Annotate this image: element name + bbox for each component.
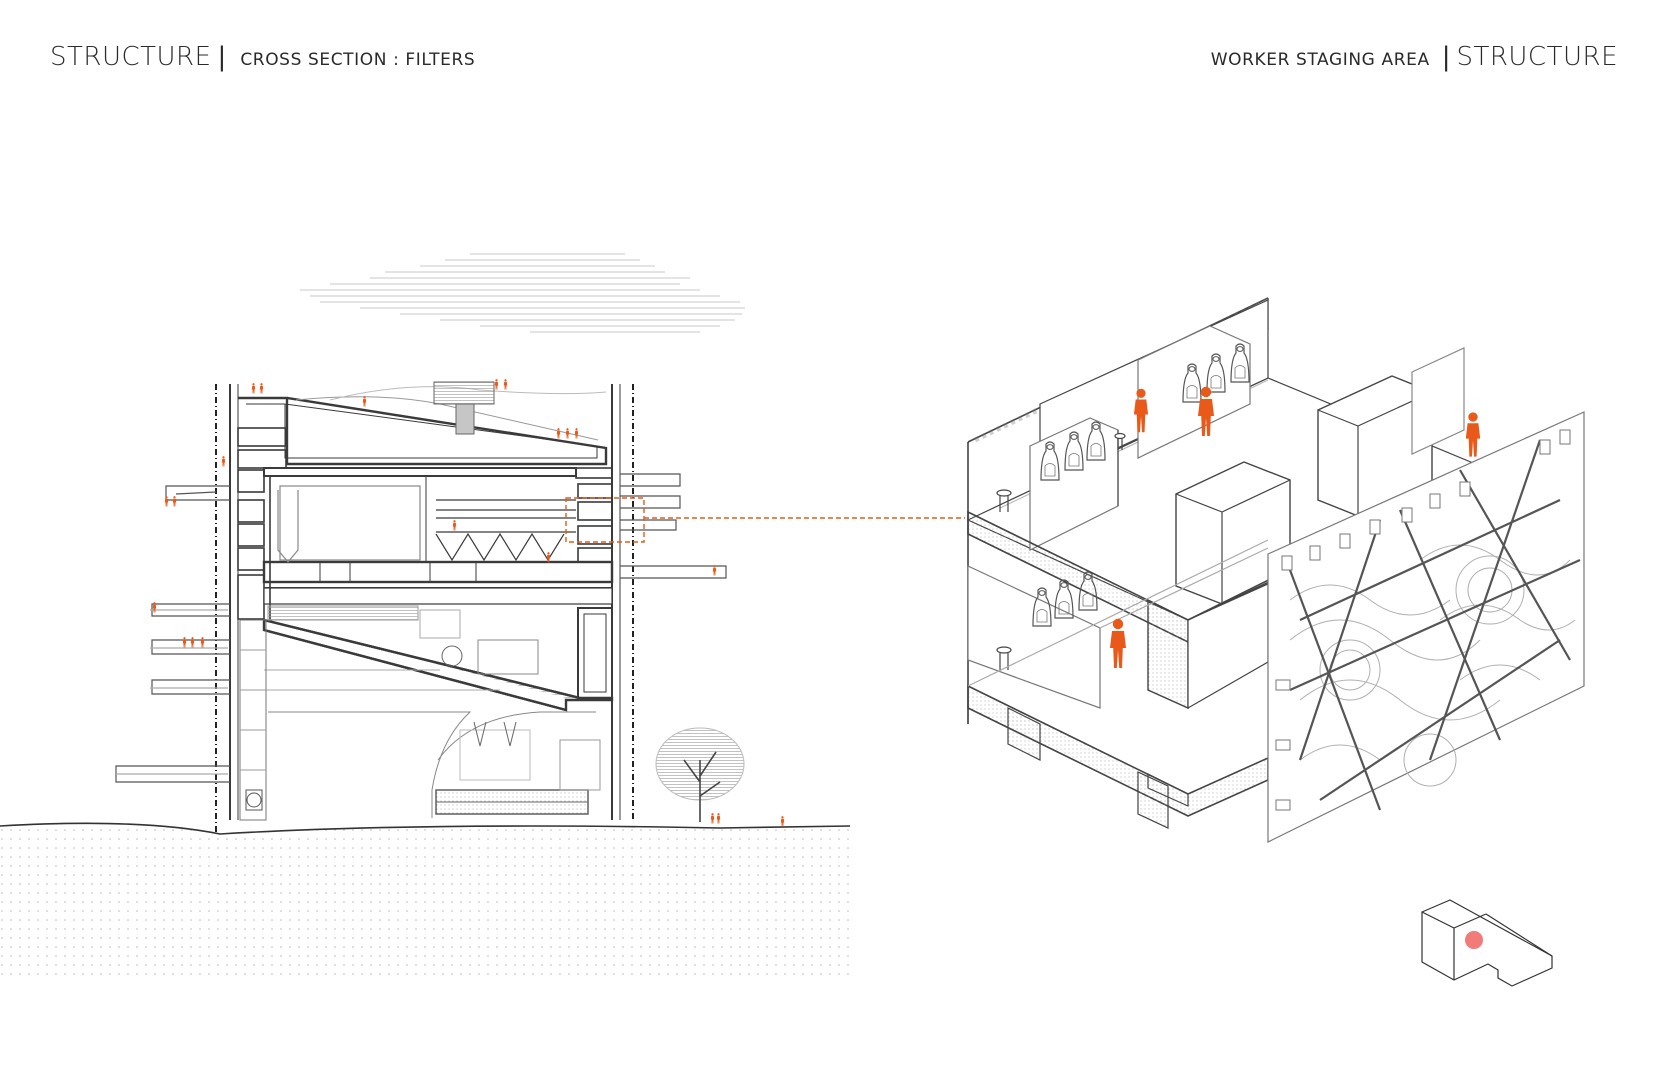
tree-icon	[655, 727, 745, 822]
header-right-sub: WORKER STAGING AREA	[1210, 50, 1430, 70]
cloud-hatch	[300, 253, 745, 333]
header-left-sub: CROSS SECTION : FILTERS	[240, 50, 476, 70]
header-left-separator: |	[217, 42, 227, 72]
header-right-main: STRUCTURE	[1456, 42, 1618, 72]
header-left-main: STRUCTURE	[50, 42, 212, 72]
axonometric-drawing	[966, 297, 1585, 843]
key-plan-icon	[1421, 899, 1553, 987]
ground-line	[0, 822, 851, 835]
header-right-separator: |	[1441, 42, 1451, 72]
key-plan-marker	[1465, 931, 1483, 949]
header-right: WORKER STAGING AREA | STRUCTURE	[1211, 42, 1618, 72]
header-left: STRUCTURE | CROSS SECTION : FILTERS	[50, 42, 475, 72]
cross-section-drawing	[0, 253, 965, 975]
ground-fill	[0, 823, 850, 975]
